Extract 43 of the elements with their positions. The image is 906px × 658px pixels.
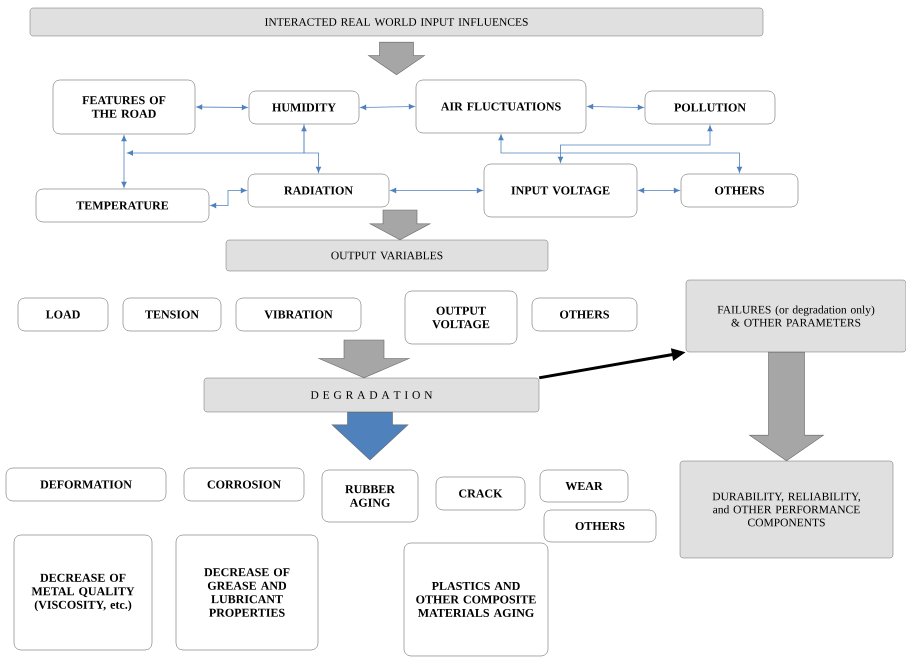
label-box: LOAD	[18, 298, 108, 332]
block-arrow	[368, 42, 426, 76]
block-arrow	[368, 210, 432, 240]
label-box: WEAR	[540, 470, 628, 502]
label-box: DEFORMATION	[6, 468, 166, 502]
label-box: INPUT VOLTAGE	[484, 164, 638, 218]
label-box: DECREASE OF METAL QUALITY (VISCOSITY, etc.)	[14, 534, 152, 650]
connector-arrow	[587, 104, 644, 110]
connector-arrow	[390, 188, 483, 194]
connector-arrow	[121, 135, 127, 188]
connector-arrow	[498, 134, 742, 173]
label-box: OUTPUT VOLTAGE	[404, 290, 518, 344]
label-box: PLASTICS AND OTHER COMPOSITE MATERIALS AGING	[404, 542, 548, 656]
label-box: TENSION	[122, 298, 222, 332]
banner-box: INTERACTED REAL WORLD INPUT INFLUENCES	[30, 8, 764, 36]
label-box: RUBBER AGING	[322, 470, 418, 522]
banner-box: FAILURES (or degradation only) & OTHER PARAMETERS	[686, 280, 906, 352]
label-box: OTHERS	[680, 174, 798, 208]
label-box: VIBRATION	[236, 298, 362, 332]
label-box: TEMPERATURE	[36, 188, 210, 222]
label-box: FEATURES OF THE ROAD	[52, 80, 196, 134]
connector-arrow	[301, 125, 322, 173]
label-box: CRACK	[436, 476, 526, 510]
connector-arrow	[638, 188, 680, 194]
label-box: DECREASE OF GREASE AND LUBRICANT PROPERTIES	[176, 534, 318, 650]
banner-box: DURABILITY, RELIABILITY, and OTHER PERFORMANCE COMPONENTS	[680, 460, 894, 558]
label-box: OTHERS	[544, 510, 656, 542]
connector-arrow	[558, 125, 713, 163]
label-box: POLLUTION	[644, 90, 776, 124]
connector-arrow	[210, 188, 247, 208]
block-arrow	[331, 412, 409, 460]
label-box: CORROSION	[184, 468, 304, 502]
label-box: RADIATION	[248, 174, 390, 208]
label-box: OTHERS	[532, 298, 638, 332]
block-arrow	[748, 352, 824, 462]
connector-arrow	[360, 104, 415, 110]
label-box: HUMIDITY	[248, 90, 360, 124]
connector-arrow	[127, 124, 304, 156]
block-arrow	[318, 340, 410, 378]
label-box: AIR FLUCTUATIONS	[416, 80, 586, 134]
banner-box: OUTPUT VARIABLES	[226, 240, 548, 272]
banner-box: D E G R A D A T I O N	[204, 378, 540, 412]
connector-arrow	[196, 104, 248, 110]
